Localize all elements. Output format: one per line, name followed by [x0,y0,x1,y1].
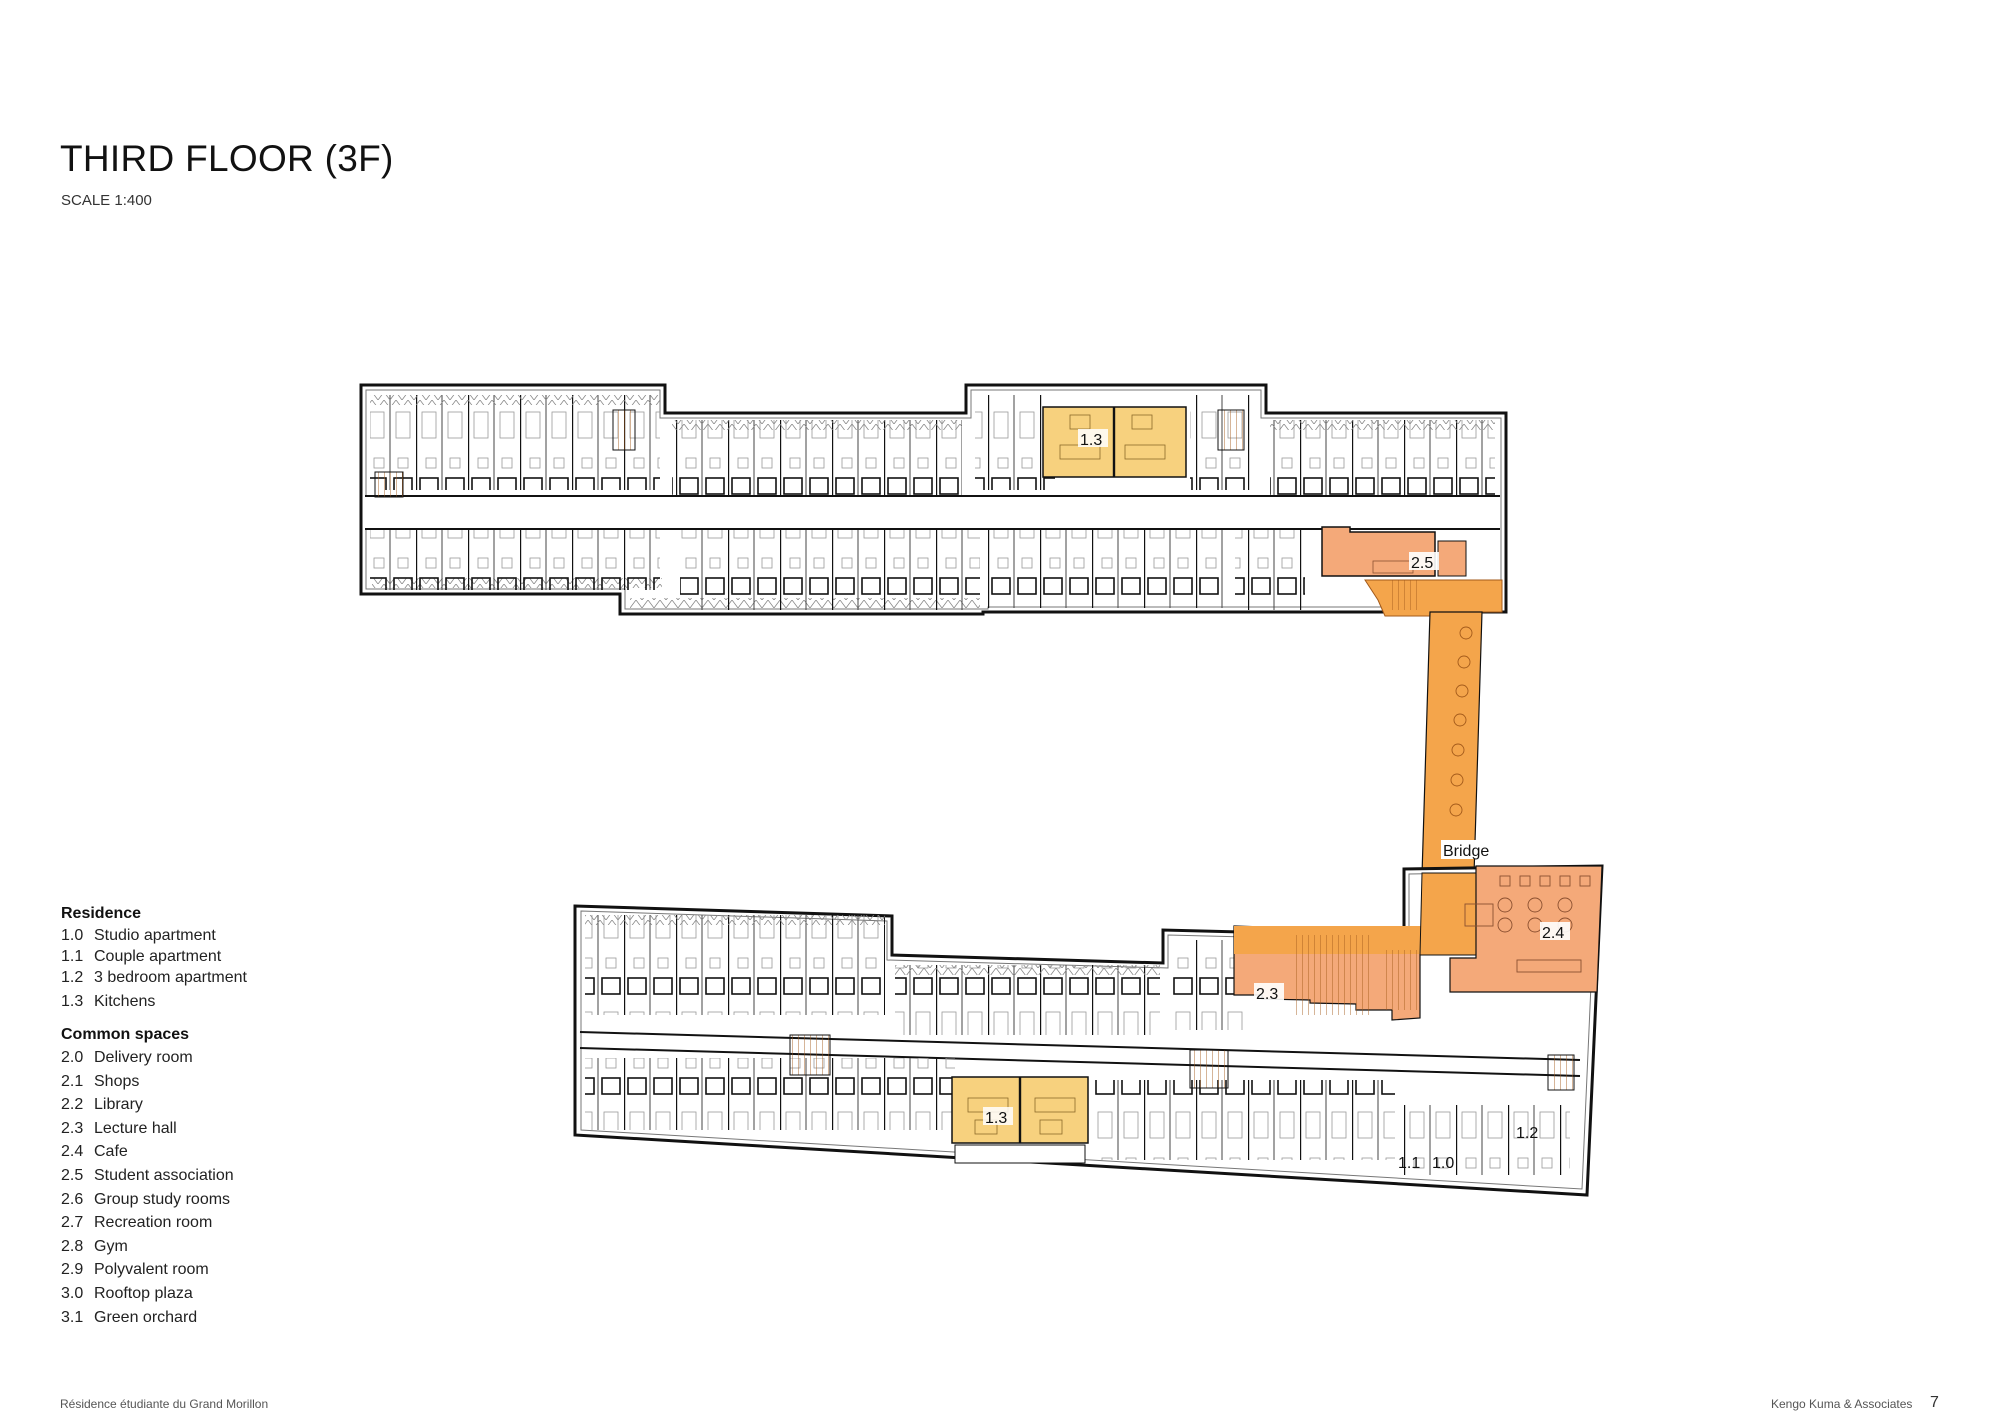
legend-heading-common: Common spaces [61,1026,190,1043]
scale-note: SCALE 1:400 [61,192,152,209]
label-cafe: 2.4 [1542,925,1564,942]
page-number: 7 [1930,1394,1939,1411]
footer-project-name: Résidence étudiante du Grand Morillon [60,1397,269,1411]
lower-wing [573,864,1604,1197]
label-bridge: Bridge [1443,843,1489,860]
upper-wing [359,383,1508,617]
legend-heading-residence: Residence [61,905,142,922]
label-lecture-hall: 2.3 [1256,986,1278,1003]
label-three-bedroom: 1.2 [1516,1125,1538,1142]
bridge [1421,611,1483,876]
label-couple-apartment: 1.1 [1398,1155,1420,1172]
cafe [1449,865,1603,993]
footer-firm-name: Kengo Kuma & Associates [1771,1397,1913,1411]
label-student-association: 2.5 [1411,555,1433,572]
page-title: THIRD FLOOR (3F) [60,138,394,179]
label-studio-apartment: 1.0 [1432,1155,1454,1172]
label-kitchen-south: 1.3 [985,1110,1007,1127]
label-kitchen-north: 1.3 [1080,432,1102,449]
room-labels: 1.3 2.5 Bridge 2.4 2.3 1.3 1.1 1.0 1.2 [983,429,1570,1172]
